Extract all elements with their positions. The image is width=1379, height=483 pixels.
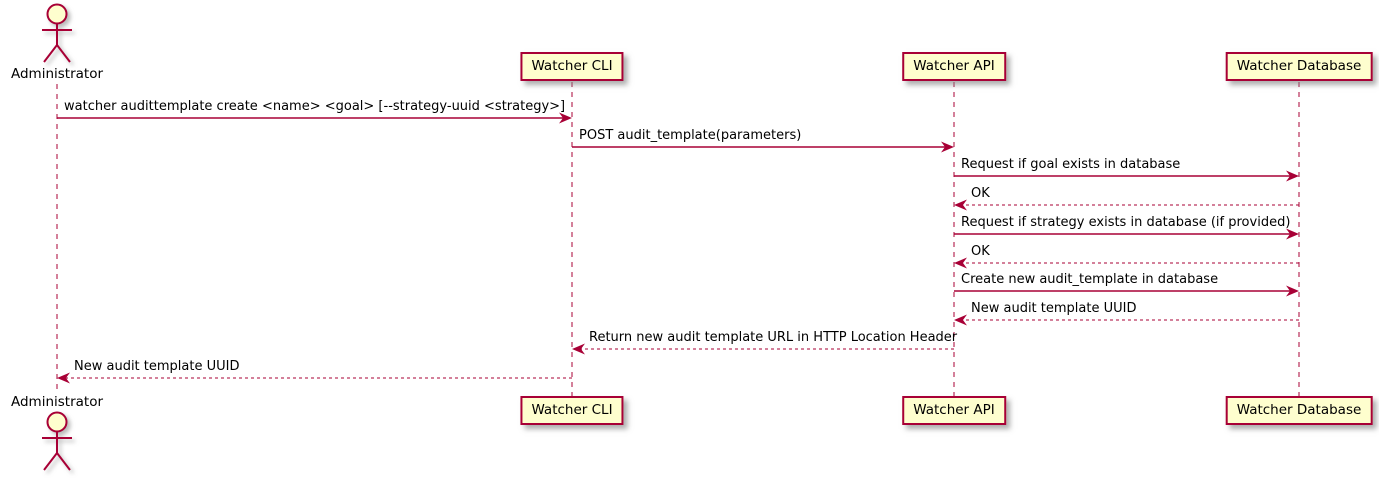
actor-figure-bottom xyxy=(35,411,79,477)
message-label-5: OK xyxy=(971,244,990,259)
participant-box-api-top: Watcher API xyxy=(902,52,1006,82)
message-arrowhead-1 xyxy=(941,141,954,153)
message-arrowhead-0 xyxy=(559,112,572,124)
message-arrowhead-2 xyxy=(1286,170,1299,182)
participant-box-api-bottom: Watcher API xyxy=(902,396,1006,426)
message-arrowhead-7 xyxy=(954,314,967,326)
message-arrowhead-9 xyxy=(57,372,70,384)
actor-label-top: Administrator xyxy=(10,66,104,82)
message-arrowhead-8 xyxy=(572,343,585,355)
message-label-1: POST audit_template(parameters) xyxy=(579,128,802,143)
message-label-2: Request if goal exists in database xyxy=(961,157,1181,172)
message-label-9: New audit template UUID xyxy=(74,359,240,374)
participant-box-db-top: Watcher Database xyxy=(1225,52,1373,82)
message-arrowhead-6 xyxy=(1286,285,1299,297)
administrator-actor-icon xyxy=(42,3,72,63)
actor-figure-top xyxy=(35,3,79,69)
administrator-actor-icon xyxy=(42,411,72,471)
message-arrowhead-4 xyxy=(1286,228,1299,240)
message-arrowhead-3 xyxy=(954,199,967,211)
participant-box-db-bottom: Watcher Database xyxy=(1225,396,1373,426)
message-label-6: Create new audit_template in database xyxy=(961,272,1219,287)
message-arrowhead-5 xyxy=(954,257,967,269)
participant-box-cli-bottom: Watcher CLI xyxy=(520,396,624,426)
participant-box-cli-top: Watcher CLI xyxy=(520,52,624,82)
message-label-7: New audit template UUID xyxy=(971,301,1137,316)
message-label-4: Request if strategy exists in database (… xyxy=(961,215,1291,230)
message-label-8: Return new audit template URL in HTTP Lo… xyxy=(589,330,958,345)
message-label-0: watcher audittemplate create <name> <goa… xyxy=(64,99,566,114)
message-label-3: OK xyxy=(971,186,990,201)
actor-label-bottom: Administrator xyxy=(10,394,104,410)
